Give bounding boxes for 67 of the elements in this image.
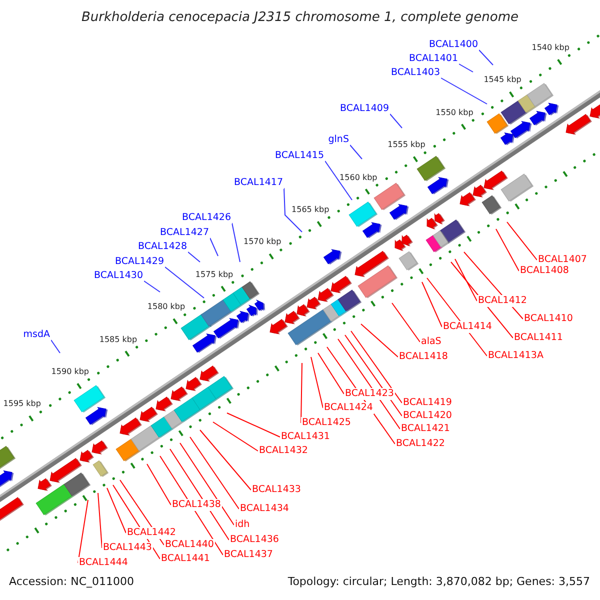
gene-label: BCAL1403 <box>390 67 441 79</box>
footer-text: Accession: NC_011000 <box>9 575 134 589</box>
leader-line <box>180 442 234 526</box>
leader-line <box>98 492 102 548</box>
gene-label: BCAL1429 <box>114 256 165 268</box>
leader-line <box>344 334 402 416</box>
footer-text: Topology: circular; Length: 3,870,082 bp; Genes: 3,557 <box>288 575 590 589</box>
title: Burkholderia cenocepacia J2315 chromosome 1, complete genome <box>80 10 520 25</box>
leader-line <box>422 282 442 328</box>
gene-label: BCAL1412 <box>477 295 528 307</box>
leader-line <box>144 280 160 292</box>
scale-label: 1555 kbp <box>388 140 426 150</box>
leader-line <box>190 436 240 510</box>
leader-line <box>106 488 126 534</box>
leader-line <box>440 78 488 104</box>
leader-line <box>390 114 402 128</box>
scale-label: 1585 kbp <box>99 334 138 345</box>
leader-line <box>232 222 240 262</box>
scale-label: 1560 kbp <box>340 172 378 183</box>
gene-label: BCAL1417 <box>233 177 284 189</box>
gene-label: BCAL1442 <box>126 527 177 539</box>
gene-label: BCAL1428 <box>137 241 188 253</box>
gene-label: BCAL1415 <box>274 150 325 162</box>
leader-line <box>310 356 324 408</box>
leader-line <box>454 258 478 302</box>
leader-line <box>350 144 362 160</box>
gene-label: msdA <box>22 329 51 341</box>
leader-line <box>478 50 494 66</box>
scale-label: 1550 kbp <box>436 108 474 118</box>
gene-label: BCAL1424 <box>323 402 374 414</box>
scale-label: 1590 kbp <box>51 367 89 378</box>
gene-label: BCAL1430 <box>93 270 144 282</box>
gene-label: BCAL1414 <box>442 321 493 333</box>
scale-label: 1595 kbp <box>3 399 41 410</box>
leader-line <box>170 448 230 540</box>
gene-label: glnS <box>327 134 350 146</box>
leader-line <box>496 228 520 272</box>
leader-line <box>392 302 420 342</box>
scale-label: 1540 kbp <box>532 43 570 53</box>
gene-label: BCAL1427 <box>159 227 210 239</box>
leader-line <box>164 266 204 298</box>
gene-label: BCAL1401 <box>408 53 459 65</box>
leader-line <box>284 188 302 232</box>
gene-label: BCAL1409 <box>339 103 390 115</box>
leader-line <box>188 252 200 262</box>
leader-line <box>50 340 60 354</box>
scale-label: 1570 kbp <box>243 237 282 248</box>
leader-line <box>458 64 474 72</box>
leader-line <box>360 324 398 358</box>
gene-label: BCAL1400 <box>428 39 479 51</box>
scale-label: 1580 kbp <box>147 302 186 312</box>
leader-line <box>324 160 352 200</box>
leader-line <box>318 352 344 394</box>
leader-line <box>226 412 280 438</box>
leader-line <box>200 430 252 490</box>
scale-label: 1545 kbp <box>484 75 522 86</box>
leader-line <box>210 238 218 256</box>
scale-label: 1565 kbp <box>292 205 330 216</box>
leader-line <box>350 330 402 404</box>
leader-line <box>506 222 538 260</box>
leader-line <box>212 422 258 452</box>
leader-line <box>146 464 172 506</box>
gene-label: BCAL1426 <box>181 212 232 224</box>
gene-label: BCAL1438 <box>171 499 222 511</box>
scale-label: 1575 kbp <box>195 270 234 280</box>
gene-label: BCAL1423 <box>344 388 395 400</box>
leader-line <box>160 456 224 556</box>
